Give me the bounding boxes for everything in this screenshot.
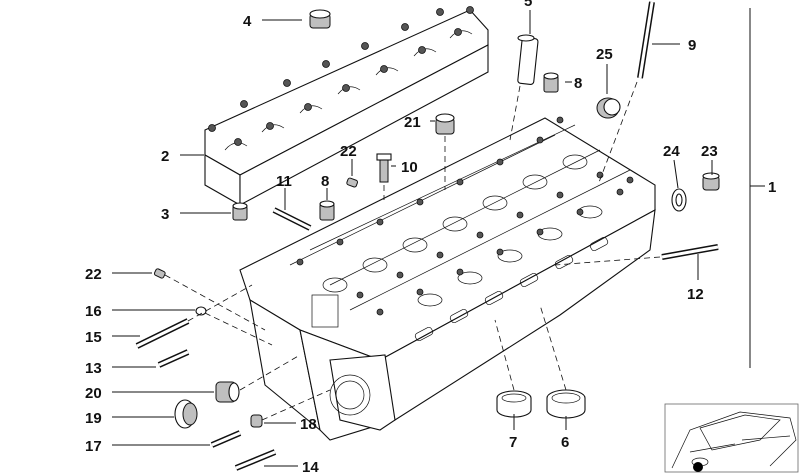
callout-8-left: 8 xyxy=(321,173,329,190)
part-15-stud xyxy=(135,318,190,349)
callout-18: 18 xyxy=(300,416,317,433)
callout-23: 23 xyxy=(701,143,718,160)
part-17-stud xyxy=(210,430,242,448)
part-11-stud xyxy=(272,207,312,231)
callout-6: 6 xyxy=(561,434,569,451)
part-8-sleeve-top xyxy=(543,72,559,93)
part-22-pin-upper xyxy=(346,177,359,188)
callout-10: 10 xyxy=(401,159,418,176)
part-19-seal xyxy=(174,399,198,429)
callout-17: 17 xyxy=(85,438,102,455)
callout-1: 1 xyxy=(768,179,776,196)
part-23-plug xyxy=(702,172,720,191)
part-3-sleeve xyxy=(232,202,248,221)
camshaft-carrier xyxy=(204,6,489,206)
callout-labels: 1 2 3 4 5 6 7 8 8 9 10 11 12 13 14 15 16… xyxy=(85,0,776,473)
part-8-sleeve-left xyxy=(319,200,335,221)
part-4-nut xyxy=(309,9,331,29)
callout-3: 3 xyxy=(161,206,169,223)
part-1-bracket xyxy=(749,8,765,368)
small-parts xyxy=(135,1,720,471)
car-locator-thumbnail xyxy=(664,403,799,473)
cylinder-head xyxy=(239,116,656,441)
part-10-sensor xyxy=(376,153,392,183)
callout-21: 21 xyxy=(404,114,421,131)
part-18-sleeve xyxy=(250,414,263,428)
callout-22-upper: 22 xyxy=(340,143,357,160)
part-5-dowel xyxy=(517,34,539,85)
callout-15: 15 xyxy=(85,329,102,346)
part-14-stud xyxy=(234,449,277,471)
part-22-pin-lower xyxy=(153,268,166,279)
callout-5: 5 xyxy=(524,0,532,10)
part-9-stud xyxy=(637,1,655,79)
callout-7: 7 xyxy=(509,434,517,451)
callout-16: 16 xyxy=(85,303,102,320)
leader-lines xyxy=(112,10,713,467)
part-6-ring xyxy=(546,389,586,419)
part-12-stud xyxy=(661,244,719,260)
callout-4: 4 xyxy=(243,13,252,30)
callout-8-top: 8 xyxy=(574,75,582,92)
assembly-lines xyxy=(164,81,661,421)
part-13-stud xyxy=(157,349,190,368)
callout-19: 19 xyxy=(85,410,102,427)
callout-13: 13 xyxy=(85,360,102,377)
callout-11: 11 xyxy=(276,173,292,190)
callout-22-lower: 22 xyxy=(85,266,102,283)
callout-25: 25 xyxy=(596,46,613,63)
part-24-washer xyxy=(671,188,687,212)
part-21-cap xyxy=(435,113,455,135)
callout-2: 2 xyxy=(161,148,169,165)
callout-12: 12 xyxy=(687,286,704,303)
callout-14: 14 xyxy=(302,459,319,473)
callout-24: 24 xyxy=(663,143,680,160)
part-20-bush xyxy=(215,381,240,403)
callout-9: 9 xyxy=(688,37,696,54)
location-marker-dot xyxy=(693,462,703,472)
part-25-plug xyxy=(596,97,621,119)
part-7-ring xyxy=(496,390,532,418)
callout-20: 20 xyxy=(85,385,102,402)
